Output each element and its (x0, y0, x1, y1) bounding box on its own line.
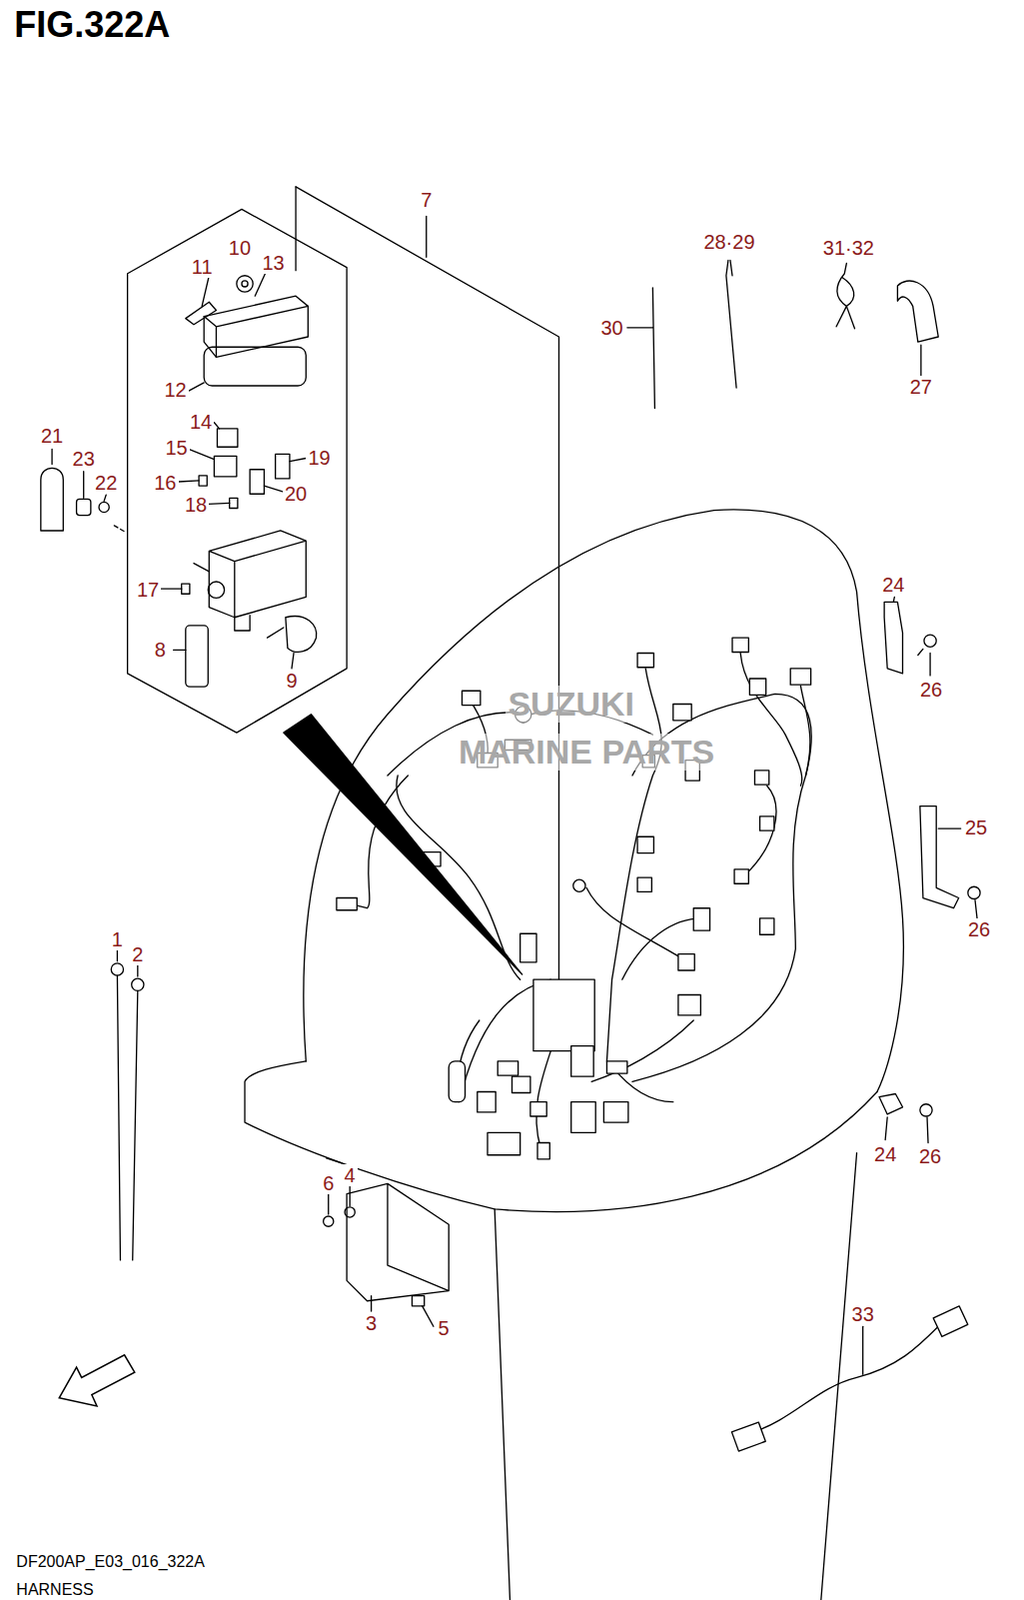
callout-number: 6 (320, 1171, 336, 1194)
figure-title: FIG.322A (13, 4, 170, 45)
callout-number: 33 (850, 1302, 877, 1325)
callout-number: 22 (92, 471, 119, 494)
callout-number: 9 (283, 669, 299, 692)
callout-number: 16 (151, 471, 178, 494)
watermark: MARINE PARTS (456, 733, 717, 771)
callout-number: 30 (598, 316, 625, 339)
callout-number: 20 (282, 482, 309, 505)
callout-number: 1 (109, 928, 125, 951)
callout-number: 15 (162, 436, 189, 459)
callout-number: 2 (129, 943, 145, 966)
callout-number: 26 (917, 1144, 944, 1167)
callout-number: 24 (872, 1142, 899, 1165)
callout-number: 4 (342, 1163, 358, 1186)
callout-number: 12 (161, 378, 188, 401)
callout-number: 3 (363, 1311, 379, 1334)
callout-number: 11 (189, 255, 215, 278)
callout-number: 5 (436, 1316, 452, 1339)
callout-number: 10 (226, 236, 253, 259)
callout-number: 7 (418, 188, 434, 211)
callout-number: 24 (880, 573, 907, 596)
callout-number: 31·32 (821, 236, 877, 259)
figure-caption: HARNESS (15, 1580, 93, 1599)
callout-number: 17 (134, 578, 161, 601)
callout-number: 18 (182, 493, 209, 516)
callout-number: 14 (187, 410, 214, 433)
callout-number: 8 (152, 638, 168, 661)
callout-number: 25 (963, 816, 990, 839)
callout-number: 27 (908, 375, 935, 398)
figure-code: DF200AP_E03_016_322A (15, 1552, 205, 1571)
callout-number: 19 (305, 446, 332, 469)
callout-number: 23 (70, 447, 97, 470)
callout-number: 21 (38, 424, 65, 447)
callout-number: 26 (918, 678, 945, 701)
callout-number: 26 (966, 918, 993, 941)
watermark: SUZUKI (505, 685, 637, 723)
callout-number: 28·29 (701, 230, 757, 253)
callout-number: 13 (259, 251, 286, 274)
